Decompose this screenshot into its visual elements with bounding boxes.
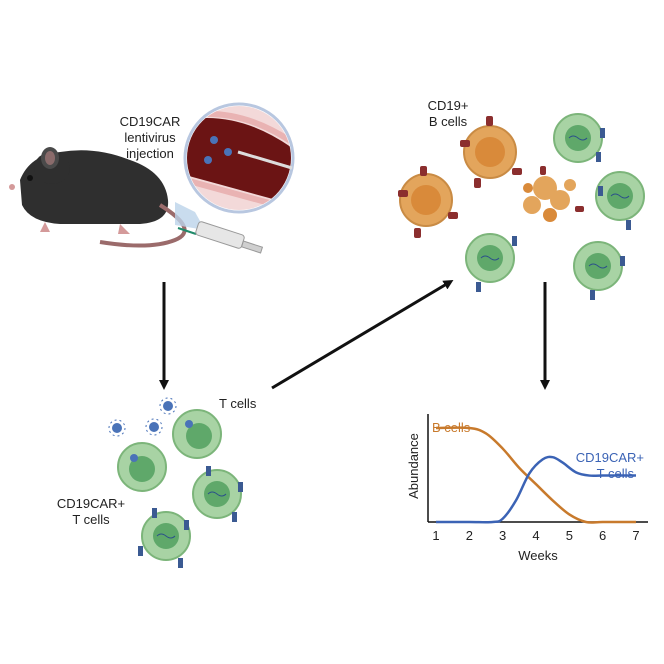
- cd19-b-cells-label-line2: B cells: [429, 114, 468, 129]
- series-line-car-t-cells: [436, 455, 636, 524]
- car-t-cell: [465, 233, 517, 292]
- x-tick-label: 7: [632, 528, 639, 543]
- cd19car-t-cells-label-line1: CD19CAR+: [57, 496, 125, 511]
- b-cell-killing-scene: [398, 113, 645, 300]
- car-t-cell: [573, 241, 625, 300]
- injection-label-line2: lentivirus: [124, 130, 176, 145]
- x-tick-label: 4: [532, 528, 539, 543]
- syringe-icon: [177, 221, 264, 254]
- series-label-car-t-line1: CD19CAR+: [576, 450, 644, 465]
- b-cell: [398, 166, 458, 238]
- virus-icon: [108, 419, 126, 437]
- virus-icon: [159, 397, 177, 415]
- cd19-b-cells-label-line1: CD19+: [428, 98, 469, 113]
- x-tick-label: 2: [466, 528, 473, 543]
- mouse-illustration: [9, 147, 205, 248]
- injection-label-line3: injection: [126, 146, 174, 161]
- virus-icon: [145, 418, 163, 436]
- series-label-car-t-line2: T cells: [597, 466, 635, 481]
- car-t-cell: [138, 508, 191, 568]
- series-label-b-cells: B cells: [432, 420, 471, 435]
- x-tick-labels: 1 2 3 4 5 6 7: [432, 528, 639, 543]
- abundance-chart: 1 2 3 4 5 6 7 Weeks Abundance B cells CD19CAR+…: [406, 414, 648, 563]
- x-tick-label: 6: [599, 528, 606, 543]
- x-tick-label: 3: [499, 528, 506, 543]
- b-cell: [460, 116, 522, 188]
- x-tick-label: 5: [566, 528, 573, 543]
- cd19car-t-cells-label-line2: T cells: [72, 512, 110, 527]
- car-t-cell: [595, 171, 645, 230]
- y-axis-label: Abundance: [406, 433, 421, 499]
- t-cell: [172, 409, 222, 459]
- t-cells-label: T cells: [219, 396, 257, 411]
- car-t-cell: [553, 113, 605, 163]
- series-line-b-cells: [435, 426, 636, 524]
- x-tick-label: 1: [432, 528, 439, 543]
- b-cell-debris: [523, 166, 584, 222]
- t-cells-transduction: [108, 397, 243, 568]
- t-cell: [117, 442, 167, 492]
- x-axis-label: Weeks: [518, 548, 558, 563]
- blood-vessel-inset: [183, 102, 295, 214]
- injection-label-line1: CD19CAR: [120, 114, 181, 129]
- arrow-diagonal: [271, 279, 454, 390]
- car-t-cell: [192, 466, 243, 522]
- chart-series: [435, 426, 636, 524]
